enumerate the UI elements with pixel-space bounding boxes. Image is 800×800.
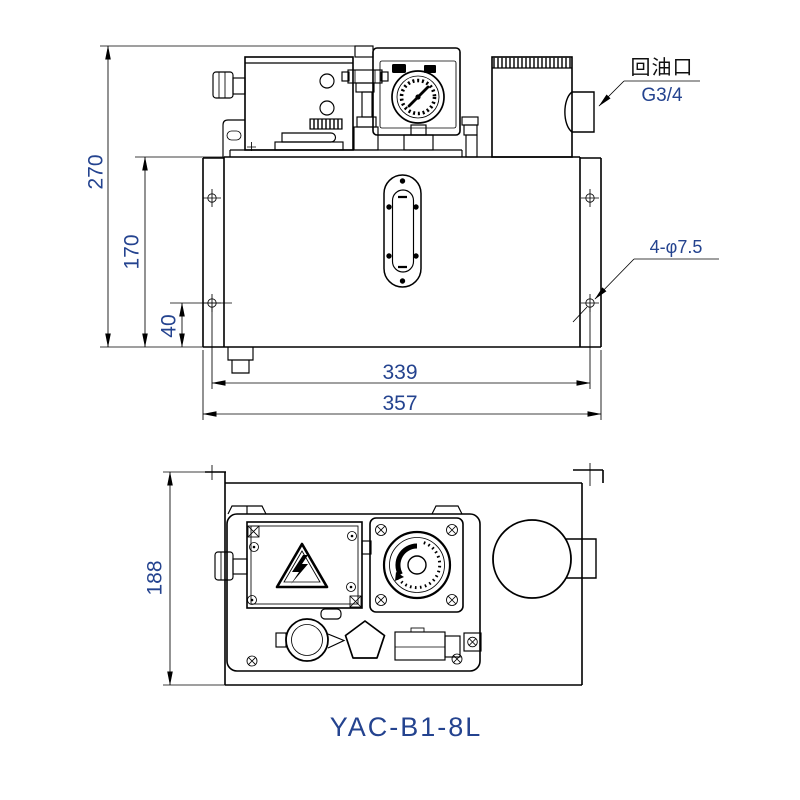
screw-icon — [247, 595, 257, 605]
outlet-block — [394, 627, 482, 661]
screw-icon — [446, 524, 458, 536]
outlet-manifold — [274, 132, 344, 151]
cable-gland-top — [214, 551, 248, 581]
drain-plug — [227, 347, 254, 374]
dim-hole-height: 40 — [158, 314, 181, 337]
screw-icon — [375, 594, 387, 606]
return-port-thread-label: G3/4 — [641, 85, 683, 106]
dim-tank-depth: 188 — [144, 560, 167, 595]
dim-overall-width: 357 — [382, 392, 417, 415]
cable-gland — [212, 71, 246, 99]
mounting-hole — [203, 189, 221, 207]
conduit-connector — [361, 540, 372, 555]
screw-icon — [347, 531, 357, 541]
base-plate-top — [226, 505, 481, 672]
dim-overall-height: 270 — [85, 154, 108, 189]
callouts: 回油口 G3/4 4-φ7.5 — [572, 56, 719, 323]
sight-glass — [383, 174, 422, 288]
front-view — [202, 45, 602, 374]
screw-icon — [346, 582, 356, 592]
dim-hole-spacing: 339 — [382, 361, 417, 384]
panel-tab — [354, 45, 374, 58]
tank-top-outline — [205, 463, 604, 686]
ce-mark — [424, 65, 436, 73]
return-port — [564, 91, 595, 133]
top-view — [205, 463, 604, 686]
pipe-fitting — [461, 116, 479, 158]
screw-icon — [349, 595, 362, 608]
screw-icon — [246, 655, 258, 667]
mount-holes-callout: 4-φ7.5 — [572, 237, 719, 323]
top-dimensions: 188 — [144, 471, 225, 686]
return-port-label: 回油口 — [631, 56, 694, 79]
mount-holes-label: 4-φ7.5 — [650, 237, 703, 257]
pump-base-plate — [229, 149, 463, 157]
brand-logo — [392, 64, 406, 73]
timer-unit — [369, 517, 464, 613]
model-label: YAC-B1-8L — [330, 712, 483, 742]
screw-icon — [249, 542, 259, 552]
small-tab — [320, 608, 342, 620]
screw-icon — [467, 636, 478, 648]
pressure-gauge — [391, 70, 445, 124]
leader-line — [598, 80, 625, 107]
return-cup — [491, 56, 573, 158]
gauge-panel — [372, 47, 461, 151]
screw-icon — [446, 594, 458, 606]
timer-dial — [382, 530, 452, 600]
leader-line — [594, 258, 635, 300]
mounting-hole — [581, 189, 599, 207]
front-dimensions: 270 170 40 339 357 — [85, 45, 602, 420]
tank-front — [202, 156, 602, 348]
leader-overshoot — [572, 306, 588, 323]
pentagon-knob — [344, 620, 386, 659]
pressure-valve — [341, 69, 389, 151]
high-voltage-warning-icon — [275, 542, 329, 589]
return-cup-top — [492, 519, 597, 599]
dim-tank-height: 170 — [121, 234, 144, 269]
screw-icon — [375, 524, 387, 536]
junction-box — [246, 521, 372, 609]
terminal-strip — [309, 118, 343, 130]
screw-icon — [247, 525, 260, 538]
bracket — [222, 119, 256, 157]
control-box — [244, 56, 354, 151]
filler-cap — [275, 618, 346, 662]
return-port-callout: 回油口 G3/4 — [598, 56, 700, 107]
